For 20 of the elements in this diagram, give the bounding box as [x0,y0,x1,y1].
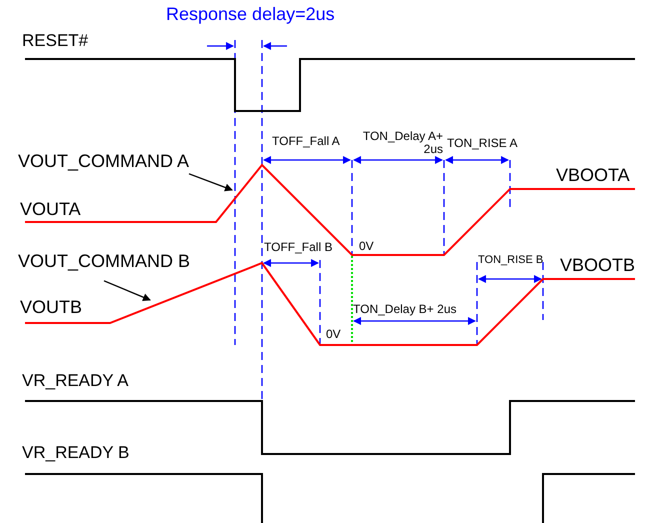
timing-label: TON_Delay B+ 2us [353,303,456,316]
signal-label: VOUTA [20,200,81,220]
signal-label: VBOOTB [560,256,636,276]
signal-label: VR_READY A [22,372,128,391]
timing-label: Response delay=2us [166,5,335,25]
timing-label: TON_RISE A [447,137,518,150]
leader-line [104,280,151,301]
leader-line [188,173,233,192]
timing-label: TOFF_Fall A [272,135,340,148]
timing-label: TON_RISE B [478,254,544,266]
signal-label: VBOOTA [556,166,630,186]
signal-label: VR_READY B [22,444,130,463]
signal-label: VOUT_COMMAND A [18,152,190,172]
signal-label: VOUT_COMMAND B [18,252,190,272]
timing-label: TON_Delay A+ 2us [362,130,443,156]
timing-label: TOFF_Fall B [264,241,332,254]
signal-label: RESET# [22,32,88,51]
signal-label: VOUTB [20,298,82,318]
voltage-label: 0V [359,240,374,254]
voltage-label: 0V [326,328,341,342]
